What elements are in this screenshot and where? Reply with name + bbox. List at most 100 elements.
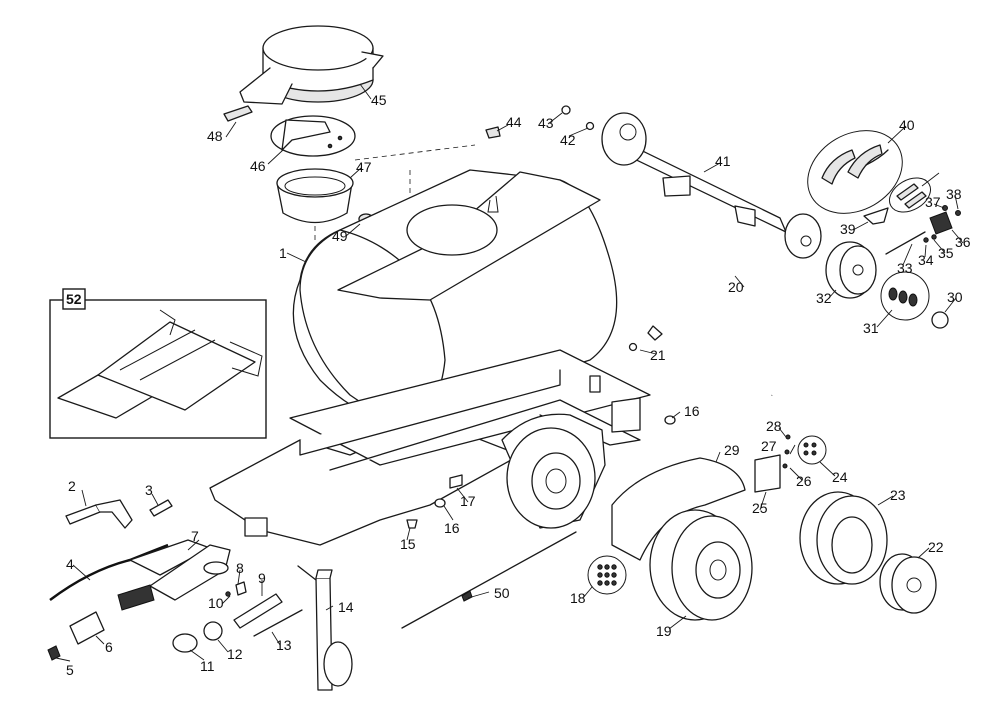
inset-callout: 52 <box>66 291 82 307</box>
callout-26: 26 <box>796 473 812 489</box>
callout-17: 17 <box>460 493 476 509</box>
callout-34: 34 <box>918 252 934 268</box>
drawbar-part <box>117 539 231 611</box>
hub-part <box>825 241 877 299</box>
spring-pin-part <box>225 591 231 597</box>
callout-43: 43 <box>538 115 554 131</box>
bolt-axle-part <box>561 105 571 115</box>
clip-small-part <box>955 210 961 216</box>
callout-8: 8 <box>236 560 244 576</box>
callout-5: 5 <box>66 662 74 678</box>
callout-19: 19 <box>656 623 672 639</box>
lug-nuts-part <box>587 555 627 595</box>
callout-15: 15 <box>400 536 416 552</box>
strainer-part <box>276 168 354 224</box>
shaft-part <box>233 593 283 629</box>
callout-39: 39 <box>840 221 856 237</box>
washer-small-part <box>931 234 937 240</box>
vent-part <box>485 126 501 139</box>
jack-part <box>297 565 353 691</box>
callout-35: 35 <box>938 245 954 261</box>
callout-24: 24 <box>832 469 848 485</box>
lid-part <box>239 25 384 105</box>
callout-44: 44 <box>506 114 522 130</box>
pin-small-part <box>942 205 948 211</box>
screw-small-part <box>785 434 791 440</box>
latch-part <box>223 105 253 122</box>
callout-16: 16 <box>684 403 700 419</box>
clamp-part <box>628 342 638 352</box>
callout-41: 41 <box>715 153 731 169</box>
callout-4: 4 <box>66 556 74 572</box>
callout-30: 30 <box>947 289 963 305</box>
callout-22: 22 <box>928 539 944 555</box>
callout-31: 31 <box>863 320 879 336</box>
nut-small-part <box>923 237 929 243</box>
callout-9: 9 <box>258 570 266 586</box>
callout-12: 12 <box>227 646 243 662</box>
callout-40: 40 <box>899 117 915 133</box>
callout-45: 45 <box>371 92 387 108</box>
tire-part <box>799 491 888 585</box>
spray-wand-part <box>401 531 577 629</box>
callout-21: 21 <box>650 347 666 363</box>
nut-part <box>434 498 446 508</box>
spring-kit-part <box>889 177 931 213</box>
bushing-part <box>203 621 223 641</box>
bolt-part <box>47 645 61 661</box>
cam-part <box>863 207 889 225</box>
callout-49: 49 <box>332 228 348 244</box>
callout-28: 28 <box>766 418 782 434</box>
callout-29: 29 <box>724 442 740 458</box>
callout-10: 10 <box>208 595 224 611</box>
callout-25: 25 <box>752 500 768 516</box>
callout-37: 37 <box>925 194 941 210</box>
callout-23: 23 <box>890 487 906 503</box>
coupler-part <box>69 611 105 645</box>
callout-42: 42 <box>560 132 576 148</box>
fender-part <box>611 457 746 561</box>
brake-rod-part <box>885 231 926 255</box>
callout-11: 11 <box>200 658 215 674</box>
nut-axle-part <box>585 121 595 131</box>
callout-6: 6 <box>105 639 113 655</box>
callout-18: 18 <box>570 590 586 606</box>
callout-3: 3 <box>145 482 153 498</box>
callout-46: 46 <box>250 158 266 174</box>
ring-part <box>172 633 198 653</box>
plate-part <box>754 454 781 493</box>
washer-part <box>782 463 788 469</box>
callout-13: 13 <box>276 637 292 653</box>
lever-part <box>929 211 953 235</box>
rod-part <box>253 609 303 637</box>
hub-cap-part <box>931 311 949 329</box>
brake-shoes-part <box>807 130 903 214</box>
mounted-wheel <box>501 413 606 529</box>
callout-20: 20 <box>728 279 744 295</box>
callout-48: 48 <box>207 128 223 144</box>
callout-36: 36 <box>955 234 971 250</box>
callout-1: 1 <box>279 245 287 261</box>
callout-38: 38 <box>946 186 962 202</box>
handle-part <box>65 499 133 529</box>
tire-assembly-part <box>649 509 753 621</box>
bearing-kit-part <box>880 271 930 321</box>
callout-32: 32 <box>816 290 832 306</box>
callout-14: 14 <box>338 599 354 615</box>
rim-part <box>879 553 937 614</box>
hinge-part <box>270 115 356 157</box>
callout-27: 27 <box>761 438 777 454</box>
callout-2: 2 <box>68 478 76 494</box>
axle-part <box>601 112 822 259</box>
pin-part <box>149 499 173 517</box>
screw-part <box>784 449 790 455</box>
callout-47: 47 <box>356 159 372 175</box>
hose-part <box>642 222 794 396</box>
callout-50: 50 <box>494 585 510 601</box>
bracket-part <box>449 474 463 489</box>
frame-kit-inset <box>49 288 267 439</box>
callout-7: 7 <box>191 528 199 544</box>
hardware-kit-part <box>797 435 827 465</box>
